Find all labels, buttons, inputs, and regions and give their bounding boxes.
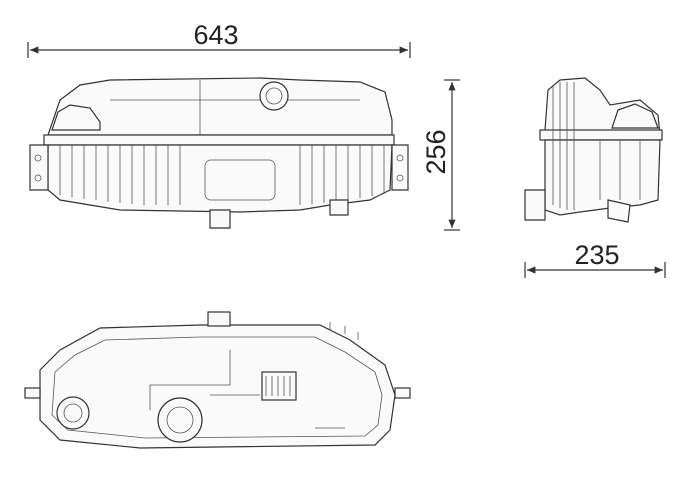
dimension-width: 235 xyxy=(524,240,666,278)
side-view xyxy=(524,77,663,223)
dimension-height: 256 xyxy=(421,79,460,231)
dimension-height-label: 256 xyxy=(421,129,451,174)
dimension-width-label: 235 xyxy=(574,240,619,270)
cap-bottom-left xyxy=(56,396,90,430)
dimension-length: 643 xyxy=(27,20,411,58)
front-view xyxy=(29,77,409,229)
filler-neck xyxy=(157,397,203,443)
dimension-length-label: 643 xyxy=(193,20,238,50)
bottom-view xyxy=(24,311,411,449)
cap-left xyxy=(51,104,101,131)
filler-cap xyxy=(259,81,289,111)
